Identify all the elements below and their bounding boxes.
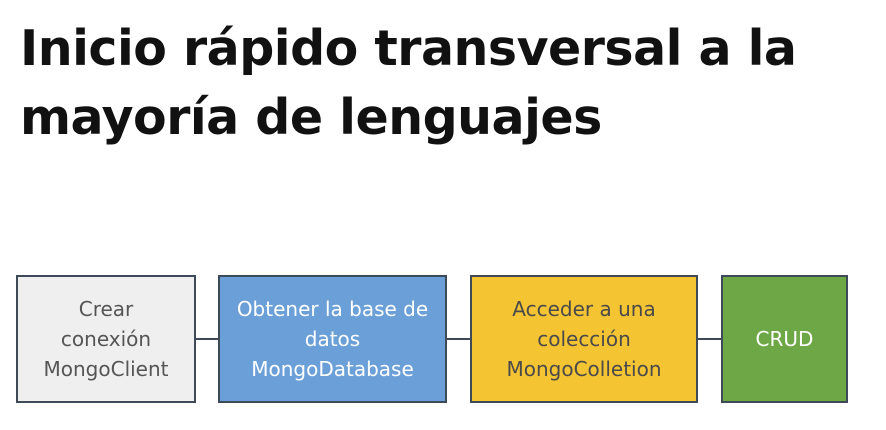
step-acceder-coleccion-box: Acceder a una colección MongoColletion xyxy=(470,275,698,403)
step-1-line-3: MongoClient xyxy=(43,357,169,381)
step-1-line-2: conexión xyxy=(60,327,152,351)
step-obtener-base-datos-box: Obtener la base de datos MongoDatabase xyxy=(218,275,447,403)
connector-3-4 xyxy=(698,338,721,340)
step-4-line-1: CRUD xyxy=(755,327,814,351)
step-1-line-1: Crear xyxy=(78,297,134,321)
step-3-line-2: colección xyxy=(537,327,631,351)
connector-1-2 xyxy=(196,338,218,340)
title-line-1: Inicio rápido transversal a la xyxy=(20,20,797,77)
connector-2-3 xyxy=(447,338,470,340)
step-crud-box: CRUD xyxy=(721,275,848,403)
step-2-line-3: MongoDatabase xyxy=(251,357,414,381)
title-line-2: mayoría de lenguajes xyxy=(20,89,602,146)
step-2-line-1: Obtener la base de xyxy=(236,297,429,321)
step-2-line-2: datos xyxy=(304,327,361,351)
step-crear-conexion-box: Crear conexión MongoClient xyxy=(16,275,196,403)
slide-title: Inicio rápido transversal a la mayoría d… xyxy=(20,14,870,152)
step-3-line-1: Acceder a una xyxy=(512,297,656,321)
step-3-line-3: MongoColletion xyxy=(506,357,662,381)
